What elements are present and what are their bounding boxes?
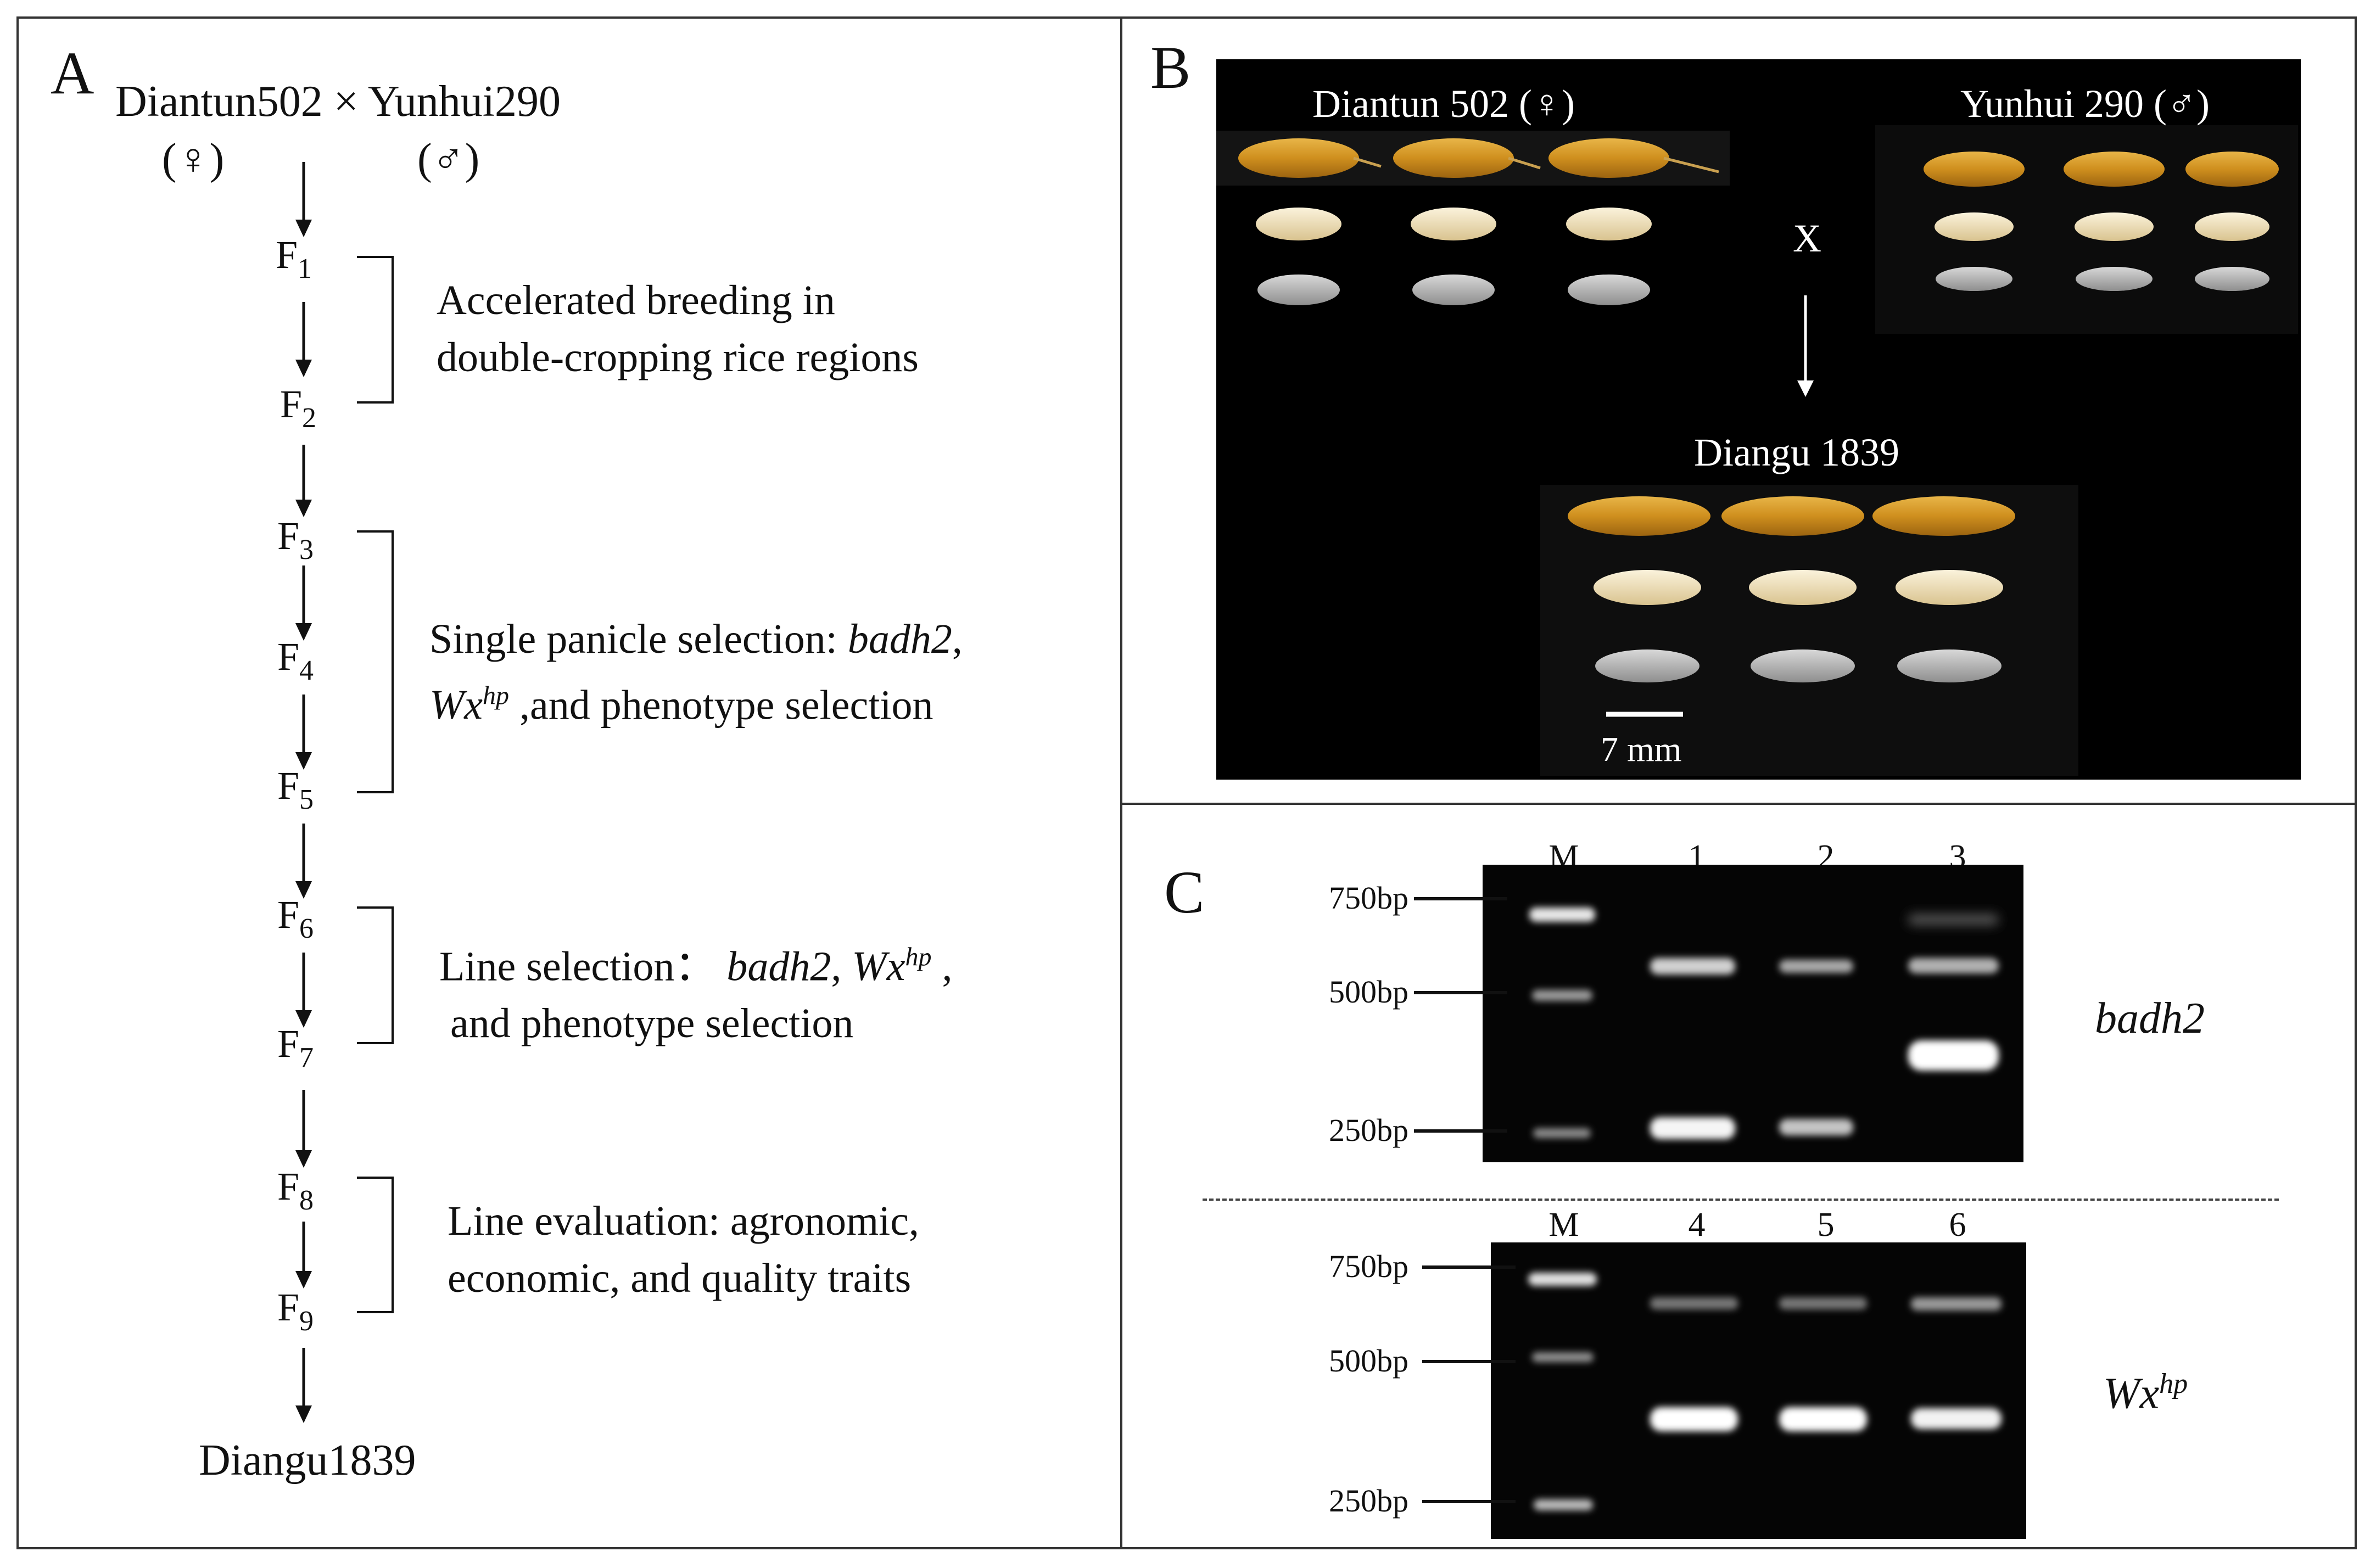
female-parent-name: Diantun502 <box>115 77 323 126</box>
lane-label-6: 6 <box>1949 1206 1966 1244</box>
lane-label-m-bottom: M <box>1548 1206 1579 1244</box>
generation-f1: F1 <box>276 233 312 284</box>
figure-frame <box>16 16 2357 1549</box>
stage-1-description: Accelerated breeding in double-cropping … <box>437 277 919 380</box>
panel-divider-horizontal <box>1120 803 2357 805</box>
gel-bottom <box>1491 1242 2026 1539</box>
gel-bottom-lane-labels: M 4 5 6 <box>1491 1208 2026 1246</box>
generation-f5: F5 <box>277 764 314 815</box>
gel-top <box>1483 865 2023 1162</box>
stage-3-description: Line selection： badh2, Wxhp , and phenot… <box>439 943 953 1047</box>
generation-f9: F9 <box>277 1285 314 1337</box>
bracket-f1-f2 <box>357 256 394 404</box>
result-variety: Diangu1839 <box>199 1436 416 1485</box>
ladder-500-top: 500bp <box>1329 974 1408 1010</box>
panel-divider-vertical <box>1120 16 1122 1549</box>
grain-photo: Diantun 502 (♀) Yunhui 290 (♂) X Diangu … <box>1216 59 2301 780</box>
gene-label-badh2: badh2 <box>2095 994 2205 1043</box>
generation-f2: F2 <box>280 382 317 434</box>
offspring-label: Diangu 1839 <box>1694 430 1899 474</box>
stage-4-description: Line evaluation: agronomic, economic, an… <box>448 1198 919 1301</box>
bracket-f3-f5 <box>357 530 394 793</box>
female-symbol: (♀) <box>162 135 225 183</box>
bracket-f8-f9 <box>357 1177 394 1313</box>
bracket-f6-f7 <box>357 906 394 1044</box>
offspring-grains <box>1540 485 2078 776</box>
generation-f4: F4 <box>277 635 314 686</box>
panel-a-label: A <box>51 40 94 107</box>
cross-arrow <box>1797 295 1814 397</box>
scale-bar-label: 7 mm <box>1601 730 1682 769</box>
ladder-500-bottom: 500bp <box>1329 1343 1408 1379</box>
female-parent-grains <box>1216 131 1730 305</box>
generation-f3: F3 <box>277 514 314 565</box>
generation-f8: F8 <box>277 1164 314 1216</box>
ladder-250-bottom: 250bp <box>1329 1483 1408 1519</box>
male-symbol: (♂) <box>417 135 480 183</box>
female-parent-label: Diantun 502 (♀) <box>1312 82 1575 126</box>
grain-photo-svg <box>1216 125 2298 776</box>
lane-label-4: 4 <box>1688 1206 1706 1244</box>
panel-c-label: C <box>1164 859 1205 926</box>
male-parent-name: Yunhui290 <box>367 77 561 126</box>
cross-symbol: × <box>333 77 359 126</box>
gel-top-bands <box>1529 908 1999 1139</box>
lane-label-5: 5 <box>1817 1206 1835 1244</box>
ladder-750-top: 750bp <box>1329 880 1408 916</box>
panel-b-label: B <box>1150 34 1191 101</box>
male-parent-grains <box>1875 125 2298 334</box>
gel-separator <box>1203 1199 2279 1201</box>
generation-f7: F7 <box>277 1022 314 1073</box>
cross-mark: X <box>1793 216 1821 260</box>
stage-2-description: Single panicle selection: badh2, Wxhp ,a… <box>429 616 963 729</box>
ladder-750-bottom: 750bp <box>1329 1248 1408 1284</box>
gel-bottom-bands <box>1528 1273 2002 1510</box>
cross-line: Diantun502 × Yunhui290 <box>115 80 561 124</box>
gene-label-wxhp: Wxhp <box>2103 1368 2188 1418</box>
ladder-250-top: 250bp <box>1329 1112 1408 1148</box>
male-parent-label: Yunhui 290 (♂) <box>1960 82 2210 126</box>
generation-f6: F6 <box>277 893 314 944</box>
